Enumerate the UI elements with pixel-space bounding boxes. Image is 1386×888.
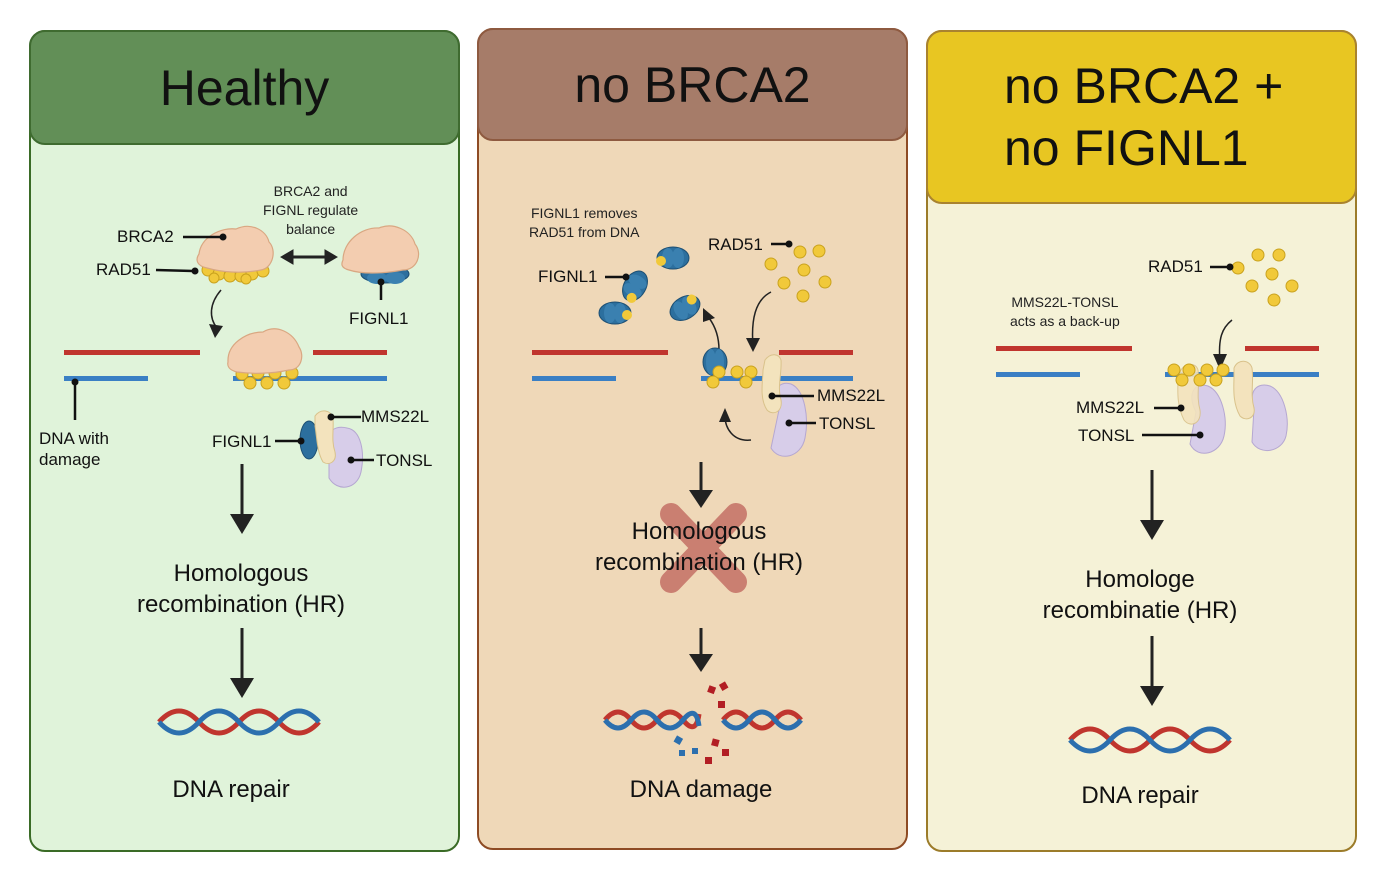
outcome-dna-repair: DNA repair bbox=[172, 776, 290, 803]
label-brca2: BRCA2 bbox=[117, 227, 174, 246]
label-mms22l: MMS22L bbox=[817, 386, 886, 405]
broken-dna-icon bbox=[603, 709, 803, 731]
fignl1-mms22l-tonsl-complex bbox=[299, 410, 363, 488]
label-tonsl: TONSL bbox=[376, 451, 433, 470]
dna-with-damage bbox=[996, 346, 1319, 377]
panel-no-brca2-no-fignl1: no BRCA2 +no FIGNL1 bbox=[926, 30, 1357, 852]
blocked-x-icon bbox=[660, 503, 747, 593]
label-tonsl: TONSL bbox=[1078, 426, 1135, 445]
brca2-on-dna bbox=[227, 328, 303, 390]
outcome-dna-repair: DNA repair bbox=[1081, 782, 1199, 809]
arrow-to-repair bbox=[230, 628, 254, 698]
dna-helix-icon bbox=[157, 708, 321, 736]
rad51-free bbox=[1231, 248, 1299, 307]
label-fignl1-top: FIGNL1 bbox=[349, 309, 409, 328]
dna-helix-icon bbox=[1068, 726, 1232, 754]
panel-title: Healthy bbox=[159, 59, 330, 116]
brca2-rad51-complex bbox=[196, 225, 274, 285]
dna-fragments bbox=[705, 681, 729, 764]
label-mms22l: MMS22L bbox=[1076, 398, 1145, 417]
panel-no-brca2: no BRCA2 bbox=[477, 28, 908, 850]
panel-title: no BRCA2 +no FIGNL1 bbox=[1004, 58, 1284, 176]
panel-header-healthy: Healthy bbox=[29, 30, 460, 145]
outcome-dna-damage: DNA damage bbox=[629, 776, 773, 803]
panel-header-no-brca2: no BRCA2 bbox=[477, 28, 908, 141]
brca2-fignl1-complex bbox=[341, 225, 420, 300]
label-fignl1: FIGNL1 bbox=[538, 267, 598, 286]
balance-double-arrow bbox=[280, 249, 338, 265]
dna-with-damage bbox=[532, 350, 853, 381]
brca2-protein bbox=[341, 225, 420, 274]
label-rad51: RAD51 bbox=[96, 260, 151, 279]
rad51-free bbox=[764, 244, 832, 303]
arrow-to-hr bbox=[230, 464, 254, 534]
panel-healthy: Healthy bbox=[29, 30, 460, 852]
label-tonsl: TONSL bbox=[819, 414, 876, 433]
healthy-illustration bbox=[64, 225, 420, 736]
curved-arrow-down bbox=[210, 289, 222, 329]
no-brca2-illustration bbox=[532, 240, 853, 764]
rad51-on-dna bbox=[706, 365, 758, 389]
mms22l-tonsl-complex bbox=[1233, 360, 1288, 451]
rad51-on-dna bbox=[1167, 363, 1230, 387]
dna-with-damage bbox=[64, 350, 387, 381]
leader-lines bbox=[155, 235, 223, 273]
label-rad51: RAD51 bbox=[708, 235, 763, 254]
panel-header-no-brca2-no-fignl1: no BRCA2 +no FIGNL1 bbox=[926, 30, 1357, 204]
brca2-protein bbox=[196, 225, 274, 273]
label-rad51: RAD51 bbox=[1148, 257, 1203, 276]
label-mms22l: MMS22L bbox=[361, 407, 430, 426]
label-fignl1: FIGNL1 bbox=[212, 432, 272, 451]
mms22l-tonsl-complex bbox=[761, 354, 807, 457]
no-brca2-no-fignl1-illustration bbox=[996, 248, 1319, 754]
fignl1-hexamers bbox=[598, 246, 701, 325]
panel-title: no BRCA2 bbox=[574, 56, 811, 113]
